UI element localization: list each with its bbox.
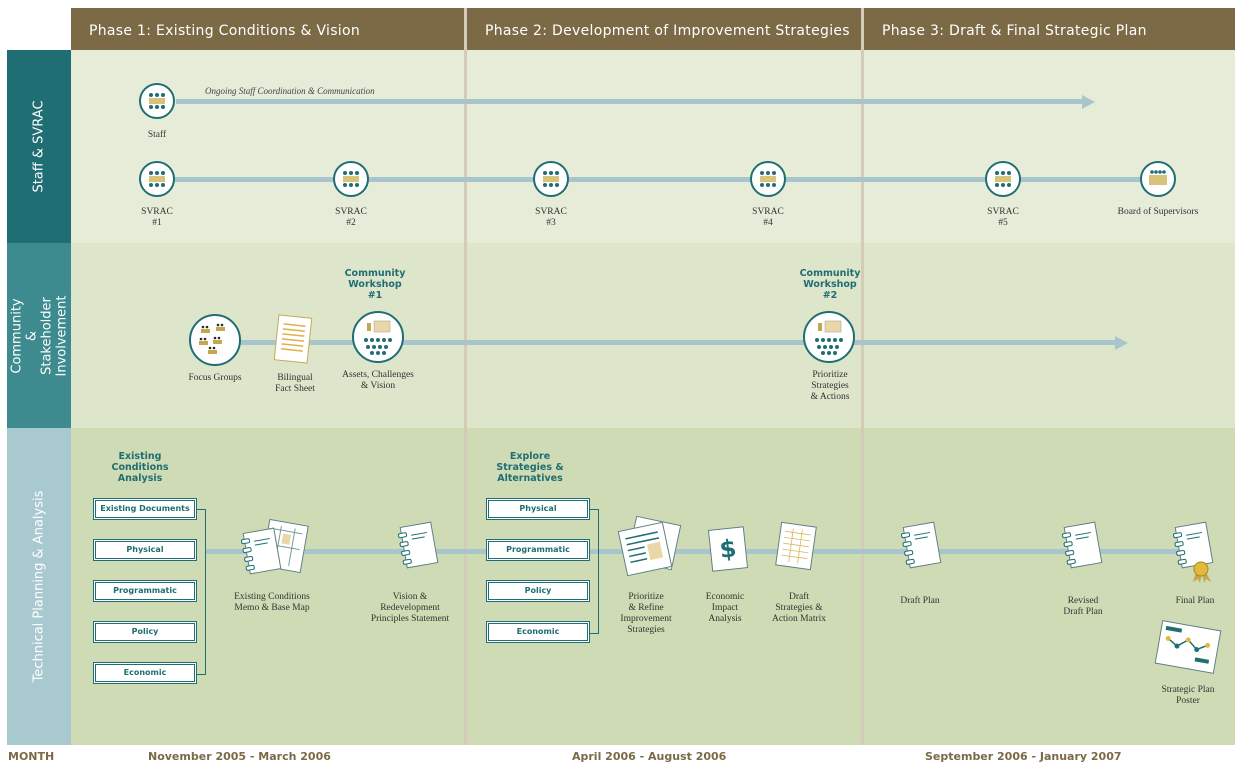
svrac-3-icon (533, 161, 569, 197)
svrac-5-icon (985, 161, 1021, 197)
programmatic-box: Programmatic (93, 580, 197, 602)
explore-physical-box: Physical (486, 498, 590, 520)
focus-groups-label: Focus Groups (188, 373, 242, 383)
band-technical (71, 428, 1235, 745)
month-label: MONTH (8, 750, 55, 763)
month-phase-3: September 2006 - January 2007 (925, 750, 1122, 763)
svrac-3-label: SVRAC #3 (535, 207, 567, 228)
community-timeline (215, 340, 1115, 345)
revised-draft-plan-label: Revised Draft Plan (1063, 596, 1103, 617)
workshop-2-heading: Community Workshop #2 (799, 268, 861, 301)
workshop-1-label: Assets, Challenges & Vision (342, 370, 414, 391)
explore-strategies-heading: Explore Strategies & Alternatives (496, 451, 564, 484)
band-community (71, 243, 1235, 428)
existing-documents-box: Existing Documents (93, 498, 197, 520)
svrac-1-icon (139, 161, 175, 197)
workshop-2-icon (803, 311, 855, 363)
dollar-symbol: $ (718, 534, 738, 564)
refine-report-icon (617, 521, 673, 577)
phase-3-header: Phase 3: Draft & Final Strategic Plan (864, 8, 1235, 50)
phase-divider-1 (464, 8, 467, 745)
vision-notebook-icon (397, 521, 439, 569)
strategic-plan-poster-label: Strategic Plan Poster (1161, 685, 1215, 706)
staff-coordination-line (176, 99, 1082, 104)
svrac-2-label: SVRAC #2 (335, 207, 367, 228)
band-staff (71, 50, 1235, 243)
row-label-staff: Staff & SVRAC (7, 50, 71, 243)
explore-bracket (590, 509, 599, 634)
economic-impact-label: Economic Impact Analysis (705, 592, 745, 624)
svrac-4-label: SVRAC #4 (752, 207, 784, 228)
fact-sheet-label: Bilingual Fact Sheet (275, 373, 315, 394)
arrow-icon (1082, 95, 1095, 109)
policy-box: Policy (93, 621, 197, 643)
workshop-1-icon (352, 311, 404, 363)
explore-programmatic-box: Programmatic (486, 539, 590, 561)
technical-timeline (205, 549, 1205, 554)
row-label-community: Community & Stakeholder Involvement (7, 243, 71, 428)
svrac-1-label: SVRAC #1 (141, 207, 173, 228)
coordination-note: Ongoing Staff Coordination & Communicati… (205, 86, 375, 96)
month-phase-1: November 2005 - March 2006 (148, 750, 331, 763)
staff-label: Staff (147, 130, 167, 140)
svrac-timeline (160, 177, 1160, 182)
row-label-technical: Technical Planning & Analysis (7, 428, 71, 745)
revised-draft-plan-icon (1061, 521, 1103, 569)
svrac-2-icon (333, 161, 369, 197)
existing-bracket (197, 509, 206, 675)
phase-1-header: Phase 1: Existing Conditions & Vision (71, 8, 464, 50)
prioritize-label: Prioritize & Refine Improvement Strategi… (620, 592, 672, 635)
board-of-supervisors-label: Board of Supervisors (1117, 207, 1199, 217)
workshop-2-label: Prioritize Strategies & Actions (810, 370, 850, 402)
final-plan-label: Final Plan (1175, 596, 1215, 606)
dollar-icon: $ (707, 526, 749, 572)
final-plan-icon (1172, 521, 1214, 569)
draft-plan-icon (900, 521, 942, 569)
focus-groups-icon (189, 314, 241, 366)
memo-label: Existing Conditions Memo & Base Map (234, 592, 310, 613)
arrow-icon (1115, 336, 1128, 350)
phase-2-header: Phase 2: Development of Improvement Stra… (467, 8, 861, 50)
draft-plan-label: Draft Plan (900, 596, 940, 606)
vision-label: Vision & Redevelopment Principles Statem… (370, 592, 450, 624)
award-seal-icon (1190, 560, 1212, 589)
svrac-4-icon (750, 161, 786, 197)
physical-box: Physical (93, 539, 197, 561)
explore-policy-box: Policy (486, 580, 590, 602)
strategic-plan-poster-icon (1154, 620, 1222, 674)
svrac-5-label: SVRAC #5 (987, 207, 1019, 228)
month-phase-2: April 2006 - August 2006 (572, 750, 727, 763)
board-of-supervisors-icon (1140, 161, 1176, 197)
memo-notebook-icon (240, 527, 282, 575)
economic-box: Economic (93, 662, 197, 684)
explore-economic-box: Economic (486, 621, 590, 643)
staff-group-icon (139, 83, 175, 119)
phase-divider-2 (861, 8, 864, 745)
existing-conditions-heading: Existing Conditions Analysis (111, 451, 169, 484)
draft-strategies-label: Draft Strategies & Action Matrix (771, 592, 827, 624)
action-matrix-icon (775, 521, 817, 571)
workshop-1-heading: Community Workshop #1 (344, 268, 406, 301)
fact-sheet-icon (273, 314, 313, 364)
